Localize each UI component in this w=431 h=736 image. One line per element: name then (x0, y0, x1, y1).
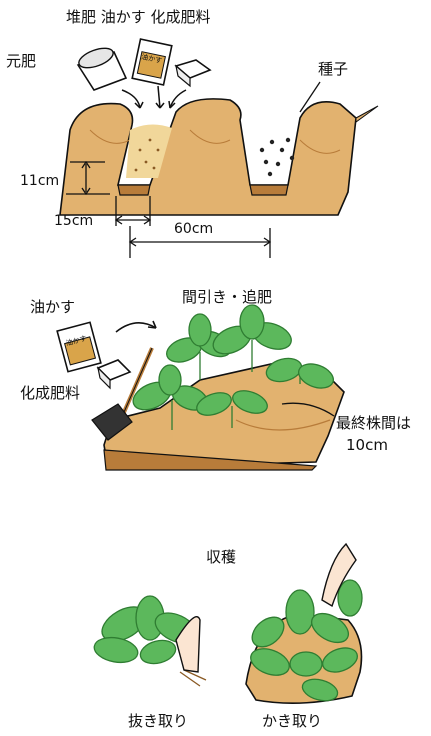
spinach-seedlings (132, 304, 334, 430)
hand-picking (321, 542, 357, 608)
growing-spinach (250, 579, 363, 702)
compost-patch (126, 124, 172, 178)
oil-cake-label: 油かす (30, 298, 76, 316)
spacing-note-line2: 10cm (346, 436, 388, 454)
pull-harvest-label: 抜き取り (128, 712, 189, 730)
row-spacing-dimension (128, 226, 272, 258)
furrow-width-dimension (114, 196, 152, 226)
ridge-height-dimension (66, 160, 110, 196)
seeds-label: 種子 (318, 60, 349, 78)
seed-patch (259, 137, 295, 177)
oil-cake-bag-icon (131, 38, 173, 86)
side-dress-arrow (115, 322, 157, 333)
thinning-title: 間引き・追肥 (182, 288, 273, 306)
compost-cup-icon (76, 47, 128, 91)
hoe-icon (91, 347, 154, 441)
furrow-width-label: 15cm (54, 213, 94, 229)
fertilizer-box-2-icon (96, 359, 132, 390)
pick-harvest-label: かき取り (262, 712, 323, 730)
spacing-note-line1: 最終株間は (336, 414, 412, 432)
fertilizers-label: 堆肥 油かす 化成肥料 (66, 8, 211, 26)
row-spacing-label: 60cm (174, 221, 214, 237)
pulled-spinach (93, 595, 207, 687)
spacing-pointer-line (281, 402, 335, 417)
seed-pointer-line (299, 81, 321, 113)
base-fertilizer-label: 元肥 (6, 52, 37, 70)
fertilizer-arrows (121, 85, 187, 109)
oil-cake-bag-2-icon (56, 321, 102, 373)
chemical-fertilizer-label: 化成肥料 (20, 384, 81, 402)
hand-pulling (175, 616, 201, 673)
harvest-title: 収穫 (206, 548, 237, 566)
ridge-height-label: 11cm (20, 173, 60, 189)
chemical-fertilizer-box-icon (174, 59, 212, 88)
ridge-soil (59, 98, 379, 216)
